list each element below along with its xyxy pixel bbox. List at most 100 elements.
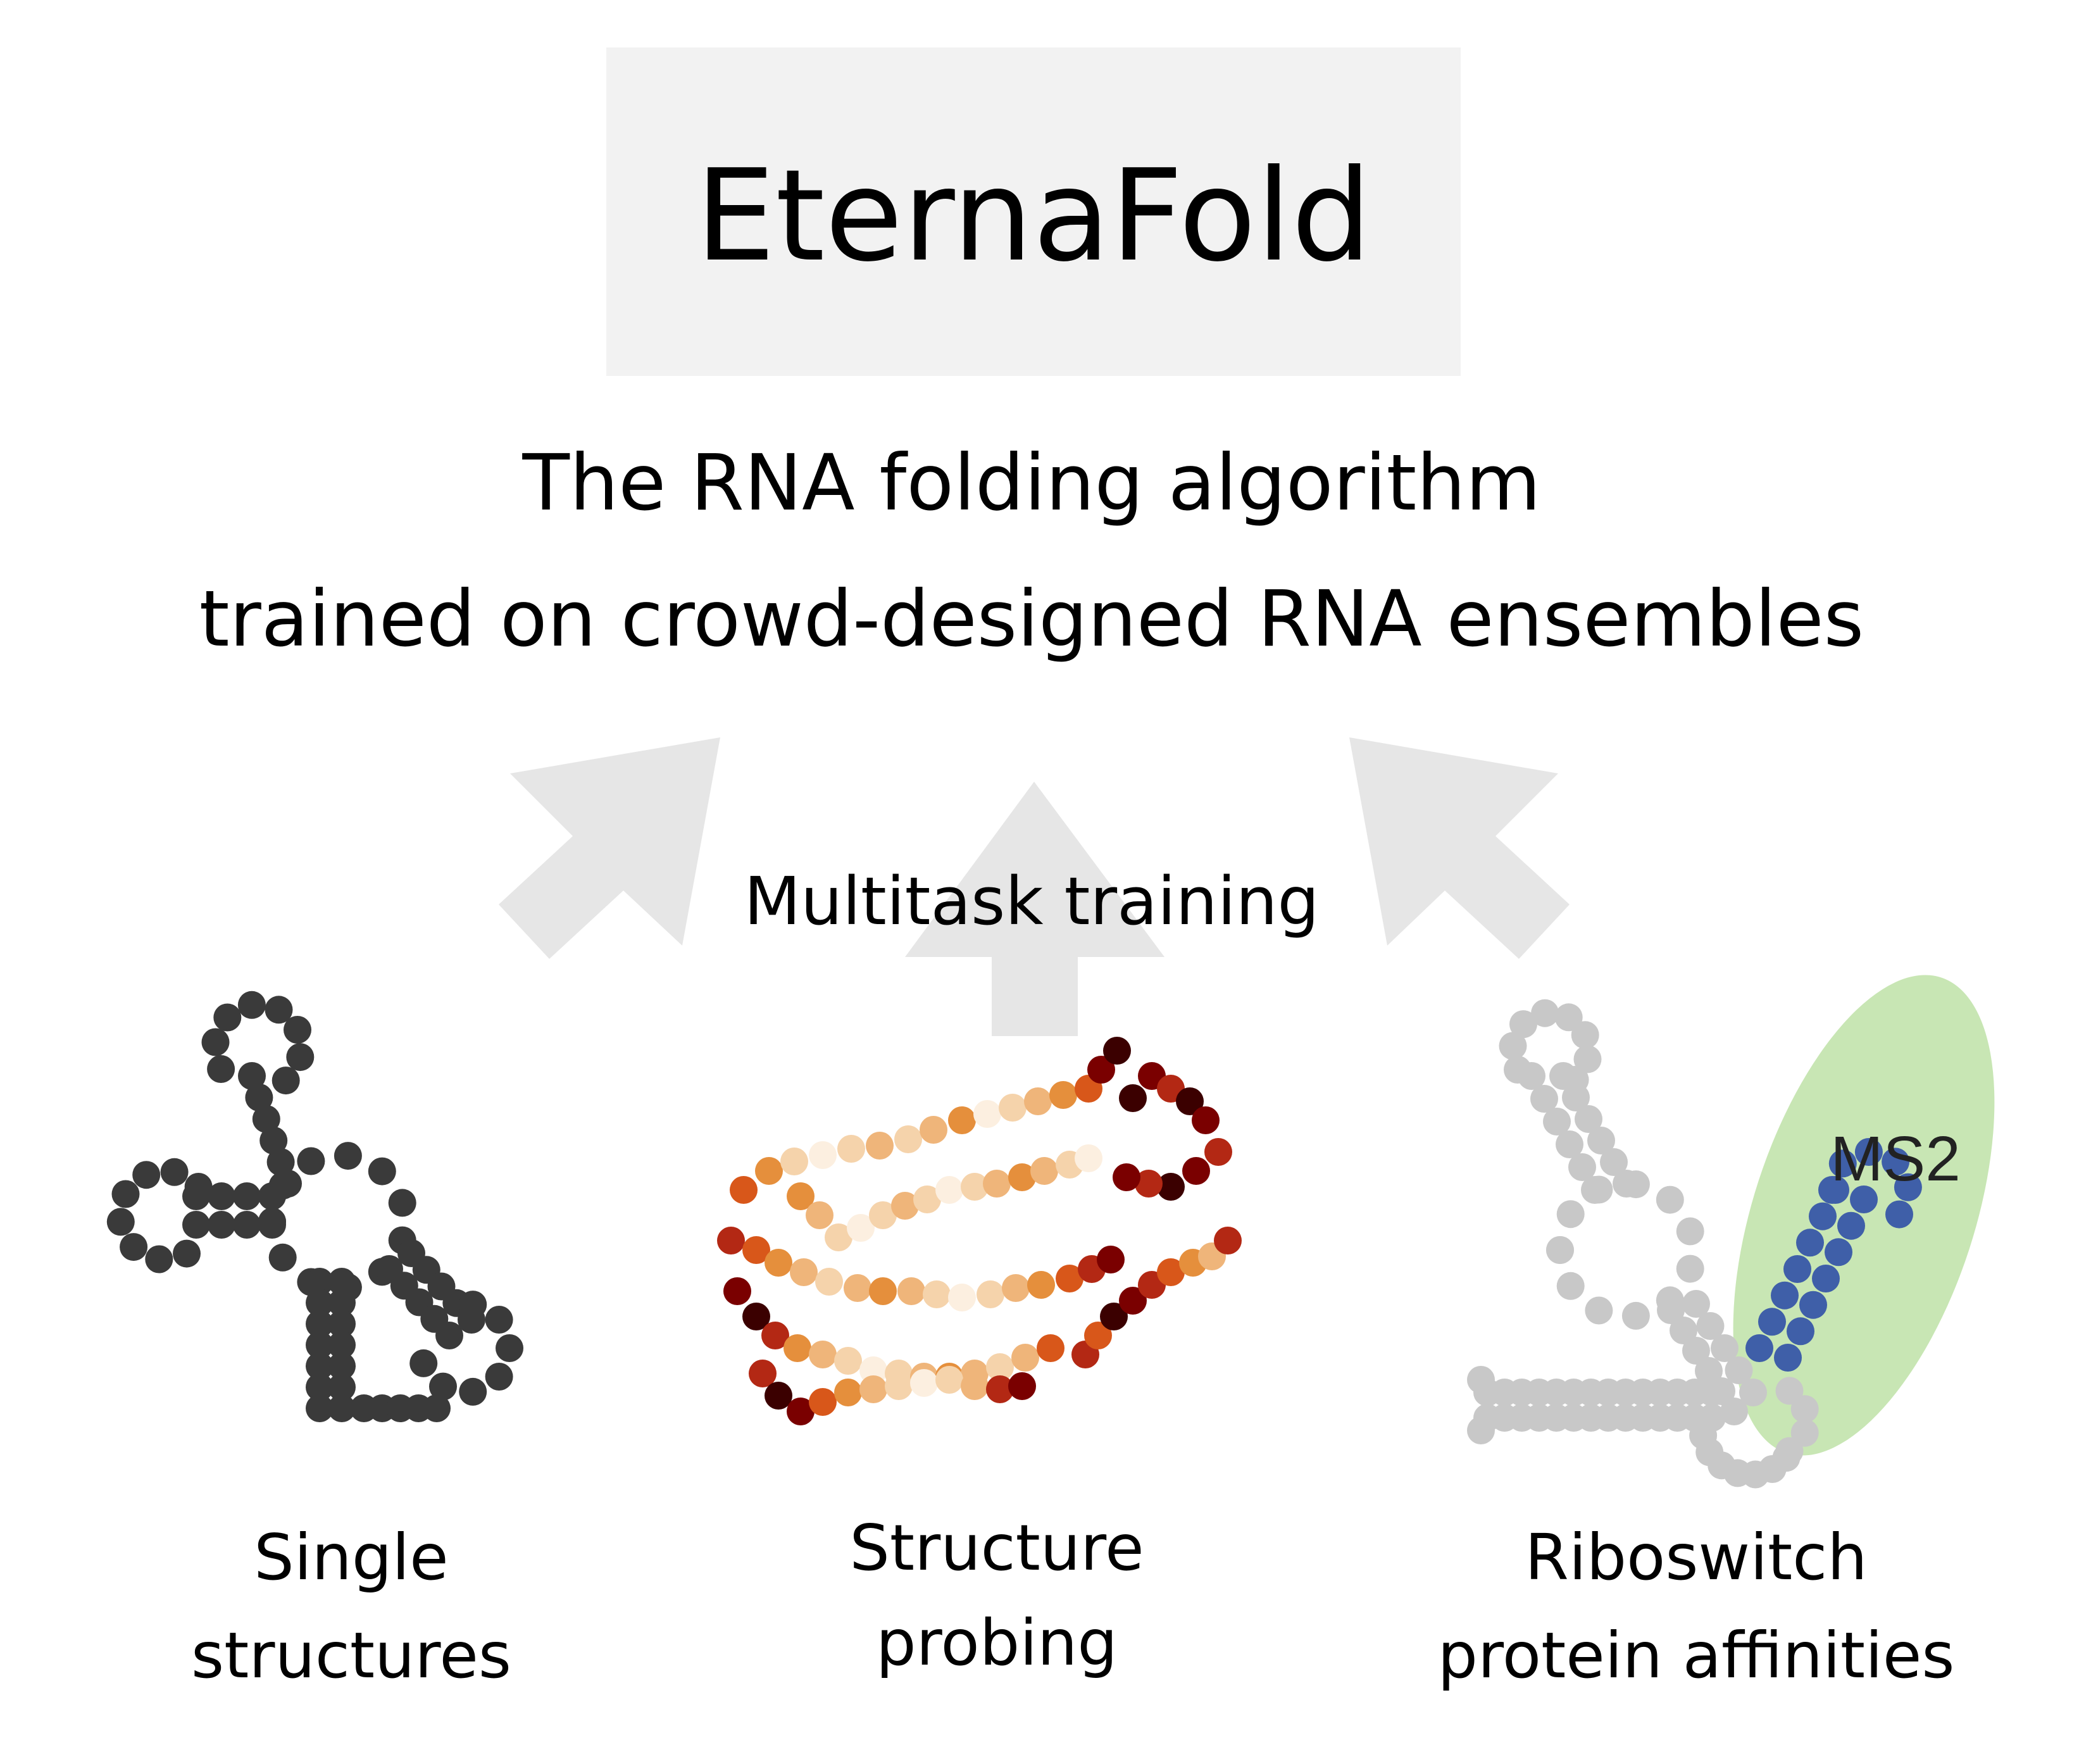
nucleotide bbox=[334, 1142, 362, 1170]
nucleotide bbox=[1546, 1236, 1574, 1264]
probed-nucleotide bbox=[742, 1236, 770, 1264]
nucleotide bbox=[1775, 1437, 1804, 1465]
ms2-nucleotide bbox=[1783, 1255, 1811, 1283]
probed-nucleotide bbox=[913, 1185, 941, 1213]
nucleotide bbox=[120, 1233, 148, 1261]
nucleotide bbox=[1554, 1003, 1583, 1032]
right-arrow-icon bbox=[1349, 737, 1570, 959]
nucleotide bbox=[1467, 1417, 1495, 1444]
nucleotide bbox=[233, 1211, 261, 1239]
nucleotide bbox=[1720, 1398, 1748, 1425]
probed-nucleotide bbox=[1176, 1087, 1204, 1115]
nucleotide bbox=[328, 1394, 356, 1422]
nucleotide bbox=[1509, 1010, 1537, 1039]
nucleotide bbox=[1467, 1366, 1495, 1394]
nucleotide bbox=[328, 1310, 356, 1338]
nucleotide bbox=[1695, 1357, 1723, 1385]
nucleotide bbox=[111, 1180, 140, 1208]
nucleotide bbox=[1656, 1185, 1684, 1214]
ms2-nucleotide bbox=[1882, 1148, 1910, 1176]
probed-nucleotide bbox=[1027, 1271, 1055, 1299]
nucleotide bbox=[409, 1349, 438, 1377]
nucleotide bbox=[1573, 1045, 1602, 1073]
caption-probing-line-1: Structure bbox=[849, 1511, 1144, 1585]
nucleotide bbox=[1790, 1418, 1819, 1447]
probed-nucleotide bbox=[961, 1173, 989, 1201]
probed-nucleotide bbox=[1087, 1056, 1115, 1084]
ms2-nucleotide bbox=[1787, 1317, 1814, 1346]
probed-nucleotide bbox=[1049, 1081, 1077, 1109]
nucleotide bbox=[1543, 1108, 1571, 1135]
nucleotide bbox=[173, 1239, 201, 1268]
nucleotide bbox=[306, 1310, 334, 1338]
ms2-nucleotide bbox=[1828, 1149, 1857, 1178]
probed-nucleotide bbox=[1011, 1344, 1039, 1372]
nucleotide bbox=[328, 1352, 356, 1380]
probed-nucleotide bbox=[1056, 1265, 1083, 1292]
ms2-nucleotide bbox=[1854, 1138, 1883, 1166]
nucleotide bbox=[132, 1161, 161, 1189]
left-arrow-icon bbox=[499, 737, 720, 959]
probed-nucleotide bbox=[825, 1223, 852, 1251]
nucleotide bbox=[1549, 1062, 1577, 1090]
nucleotide bbox=[1657, 1296, 1685, 1324]
probed-nucleotide bbox=[866, 1132, 894, 1160]
nucleotide bbox=[207, 1055, 235, 1083]
nucleotide bbox=[306, 1331, 334, 1359]
nucleotide bbox=[1531, 999, 1559, 1027]
caption-single-line-2: structures bbox=[191, 1618, 511, 1692]
probed-nucleotide bbox=[869, 1201, 897, 1229]
caption-single-line-1: Single bbox=[254, 1520, 448, 1594]
nucleotide bbox=[1670, 1317, 1697, 1344]
probed-nucleotide bbox=[1157, 1258, 1185, 1286]
nucleotide bbox=[265, 996, 293, 1024]
nucleotide bbox=[272, 1067, 300, 1095]
nucleotide bbox=[1621, 1170, 1650, 1199]
probed-nucleotide bbox=[891, 1192, 919, 1220]
probed-nucleotide bbox=[837, 1135, 865, 1163]
probed-nucleotide bbox=[1084, 1322, 1112, 1349]
nucleotide bbox=[328, 1373, 356, 1401]
nucleotide bbox=[1739, 1379, 1767, 1406]
ms2-nucleotide bbox=[1771, 1281, 1799, 1310]
probed-nucleotide bbox=[749, 1360, 777, 1387]
probed-nucleotide bbox=[1075, 1144, 1102, 1172]
probed-nucleotide bbox=[765, 1249, 792, 1277]
probed-nucleotide bbox=[1008, 1163, 1036, 1191]
nucleotide bbox=[328, 1268, 356, 1296]
probed-nucleotide bbox=[1113, 1163, 1140, 1191]
probed-nucleotide bbox=[730, 1176, 758, 1204]
nucleotide bbox=[1556, 1272, 1585, 1300]
nucleotide bbox=[286, 1043, 315, 1072]
probed-nucleotide bbox=[1119, 1287, 1147, 1315]
nucleotide bbox=[208, 1211, 235, 1239]
caption-probing-line-2: probing bbox=[876, 1606, 1118, 1680]
probed-nucleotide bbox=[1024, 1087, 1052, 1115]
ms2-nucleotide bbox=[1812, 1265, 1840, 1292]
probed-nucleotide bbox=[869, 1277, 897, 1305]
nucleotide bbox=[106, 1208, 135, 1236]
probed-nucleotide bbox=[897, 1277, 925, 1305]
probed-nucleotide bbox=[910, 1369, 938, 1397]
probed-nucleotide bbox=[1037, 1334, 1064, 1362]
probed-nucleotide bbox=[1097, 1246, 1125, 1273]
nucleotide bbox=[266, 1148, 295, 1176]
probed-nucleotide bbox=[809, 1388, 837, 1416]
nucleotide bbox=[306, 1373, 334, 1401]
single-structure-rna-icon bbox=[106, 991, 523, 1422]
nucleotide bbox=[459, 1291, 487, 1319]
probed-nucleotide bbox=[834, 1347, 862, 1375]
nucleotide bbox=[182, 1182, 210, 1210]
probed-nucleotide bbox=[1103, 1037, 1131, 1065]
probed-nucleotide bbox=[806, 1201, 833, 1229]
nucleotide bbox=[1621, 1301, 1650, 1330]
nucleotide bbox=[306, 1268, 334, 1296]
training-label: Multitask training bbox=[744, 863, 1319, 940]
probed-nucleotide bbox=[1119, 1084, 1147, 1112]
nucleotide bbox=[284, 1016, 311, 1044]
probed-nucleotide bbox=[973, 1100, 1001, 1128]
nucleotide bbox=[496, 1334, 523, 1362]
probed-nucleotide bbox=[885, 1372, 913, 1400]
nucleotide bbox=[233, 1182, 261, 1210]
probed-nucleotide bbox=[1204, 1138, 1232, 1166]
